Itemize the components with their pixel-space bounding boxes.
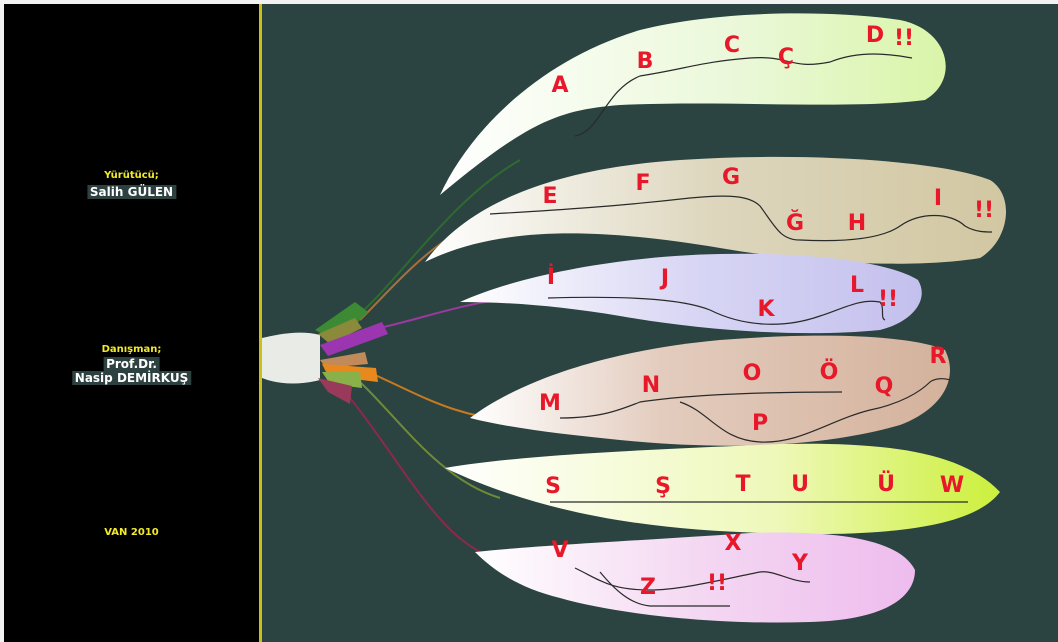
stem-1 <box>354 159 521 319</box>
letter: F <box>635 171 650 196</box>
vein-6b <box>599 571 730 607</box>
letters-leaf-4: M N O Ö P Q R <box>539 344 946 436</box>
letter: S <box>545 474 561 499</box>
letter: C <box>724 33 740 58</box>
leaf-5 <box>445 443 1000 535</box>
place-year: VAN 2010 <box>104 527 159 538</box>
letter: P <box>752 411 768 436</box>
letter: Ğ <box>786 210 804 236</box>
letter: W <box>940 473 964 498</box>
letter: Ö <box>820 359 839 385</box>
letter: R <box>930 344 947 369</box>
letter: J <box>659 266 669 291</box>
letter: Q <box>875 374 894 399</box>
letters-leaf-2: E F G Ğ H I !! <box>542 165 994 236</box>
stem-5 <box>359 381 501 499</box>
leaf-2 <box>425 156 1007 264</box>
letter: K <box>757 297 775 322</box>
letter: T <box>735 472 750 497</box>
divider-line <box>259 4 262 642</box>
exclaim: !! <box>878 287 898 312</box>
letter: G <box>722 165 740 190</box>
letter: Ş <box>655 474 671 499</box>
slide: Yürütücü; Salih GÜLEN Danışman; Prof.Dr.… <box>4 4 1058 642</box>
vein-2 <box>489 195 993 242</box>
advisor-name: Nasip DEMİRKUŞ <box>71 371 192 385</box>
letters-leaf-3: İ J K L !! <box>547 264 898 322</box>
vein-4b <box>679 378 951 443</box>
letter: B <box>637 49 654 74</box>
vein-3 <box>547 296 886 325</box>
leaf-1 <box>440 13 946 195</box>
letter: V <box>551 538 568 563</box>
letter: Ç <box>778 45 794 70</box>
letter: Ü <box>877 471 895 497</box>
letter: M <box>539 391 561 416</box>
letter: H <box>848 211 866 236</box>
letter: Y <box>791 551 809 576</box>
leaf-3 <box>460 253 922 334</box>
letter: X <box>725 531 742 556</box>
vein-6a <box>574 567 811 591</box>
exclaim: !! <box>894 26 914 51</box>
vein-4a <box>559 391 843 419</box>
exclaim: !! <box>974 198 994 223</box>
advisor-label: Danışman; <box>101 344 162 355</box>
vein-1 <box>574 53 913 137</box>
letters-leaf-5: S Ş T U Ü W <box>545 471 964 499</box>
alphabet-leaf-diagram: A B C Ç D !! E F G Ğ H I !! İ J K L !! M… <box>262 13 1007 623</box>
letter: L <box>850 273 864 298</box>
leaf-6 <box>475 532 915 623</box>
executor-name: Salih GÜLEN <box>86 185 177 199</box>
advisor-title: Prof.Dr. <box>103 357 160 371</box>
letter: N <box>642 373 660 398</box>
letter: U <box>791 472 809 497</box>
letter: O <box>743 361 762 386</box>
exclaim: !! <box>707 571 727 596</box>
letter: Z <box>640 575 656 600</box>
branch-base <box>262 302 388 404</box>
letters-leaf-1: A B C Ç D !! <box>551 23 914 98</box>
leaf-4 <box>470 335 950 446</box>
sidebar: Yürütücü; Salih GÜLEN Danışman; Prof.Dr.… <box>4 4 259 642</box>
stem-6 <box>349 397 491 557</box>
letter: D <box>866 23 884 48</box>
executor-label: Yürütücü; <box>104 170 159 181</box>
stem-3 <box>369 297 521 331</box>
leaf-veins <box>489 53 993 607</box>
letter: İ <box>547 264 555 290</box>
letters-leaf-6: V X Y Z !! <box>551 531 809 600</box>
letter: E <box>542 184 557 209</box>
letter: I <box>934 186 942 211</box>
letter: A <box>551 73 568 98</box>
